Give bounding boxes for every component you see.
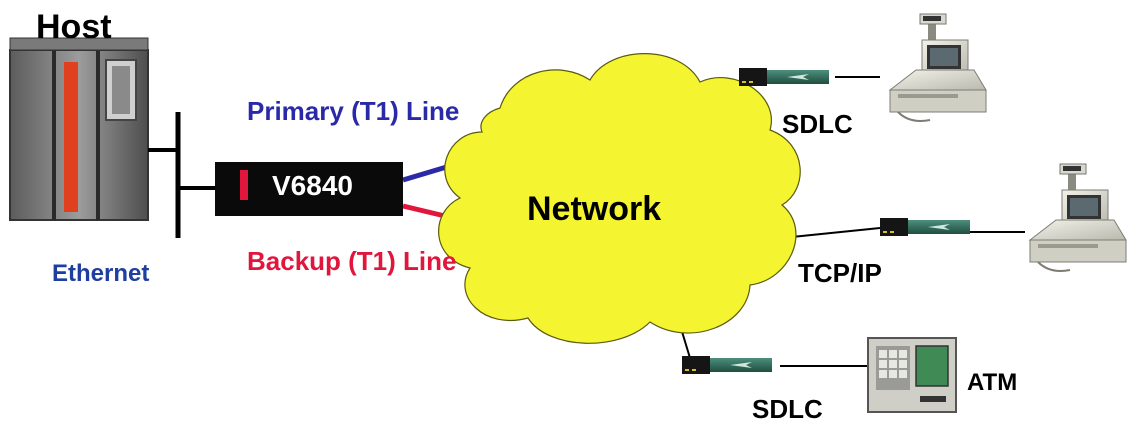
tcpip-label: TCP/IP [798, 258, 882, 288]
ethernet-bus [148, 112, 215, 238]
atm-icon [867, 337, 957, 413]
atm-label: ATM [967, 369, 1018, 396]
network-cloud-icon [438, 53, 801, 344]
modem-icon [739, 68, 829, 86]
router-icon [215, 162, 403, 216]
modem-icon [682, 356, 772, 374]
sdlc-top-label: SDLC [782, 109, 853, 139]
host-label: Host [36, 8, 112, 46]
backup-line-label: Backup (T1) Line [247, 246, 457, 276]
host-mainframe-icon [9, 37, 149, 221]
sdlc-bottom-label: SDLC [752, 394, 823, 424]
ethernet-label: Ethernet [52, 260, 150, 287]
pos-terminal-icon [889, 13, 987, 122]
link-tcpip [781, 227, 881, 239]
network-label: Network [527, 190, 662, 228]
router-label: V6840 [272, 170, 353, 201]
primary-line-label: Primary (T1) Line [247, 96, 460, 126]
pos-terminal-icon [1029, 163, 1127, 272]
modem-icon [880, 218, 970, 236]
